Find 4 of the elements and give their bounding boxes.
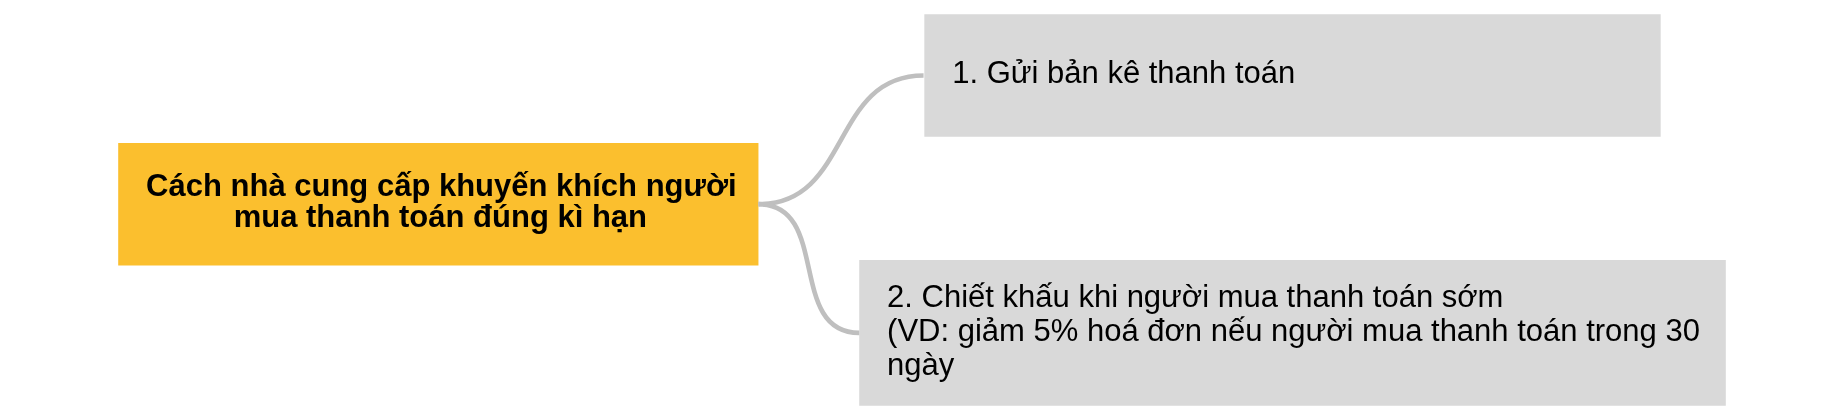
- node-box: 2. Chiết khấu khi người mua thanh toán sớm (VD: giảm 5% hoá đơn nếu người mua thanh toán trong 30 ngày: [859, 260, 1726, 406]
- node-box: Cách nhà cung cấp khuyến khích người mua thanh toán đúng kì hạn: [118, 142, 759, 266]
- connector: [758, 201, 860, 336]
- node-box: 1. Gửi bản kê thanh toán: [924, 14, 1661, 137]
